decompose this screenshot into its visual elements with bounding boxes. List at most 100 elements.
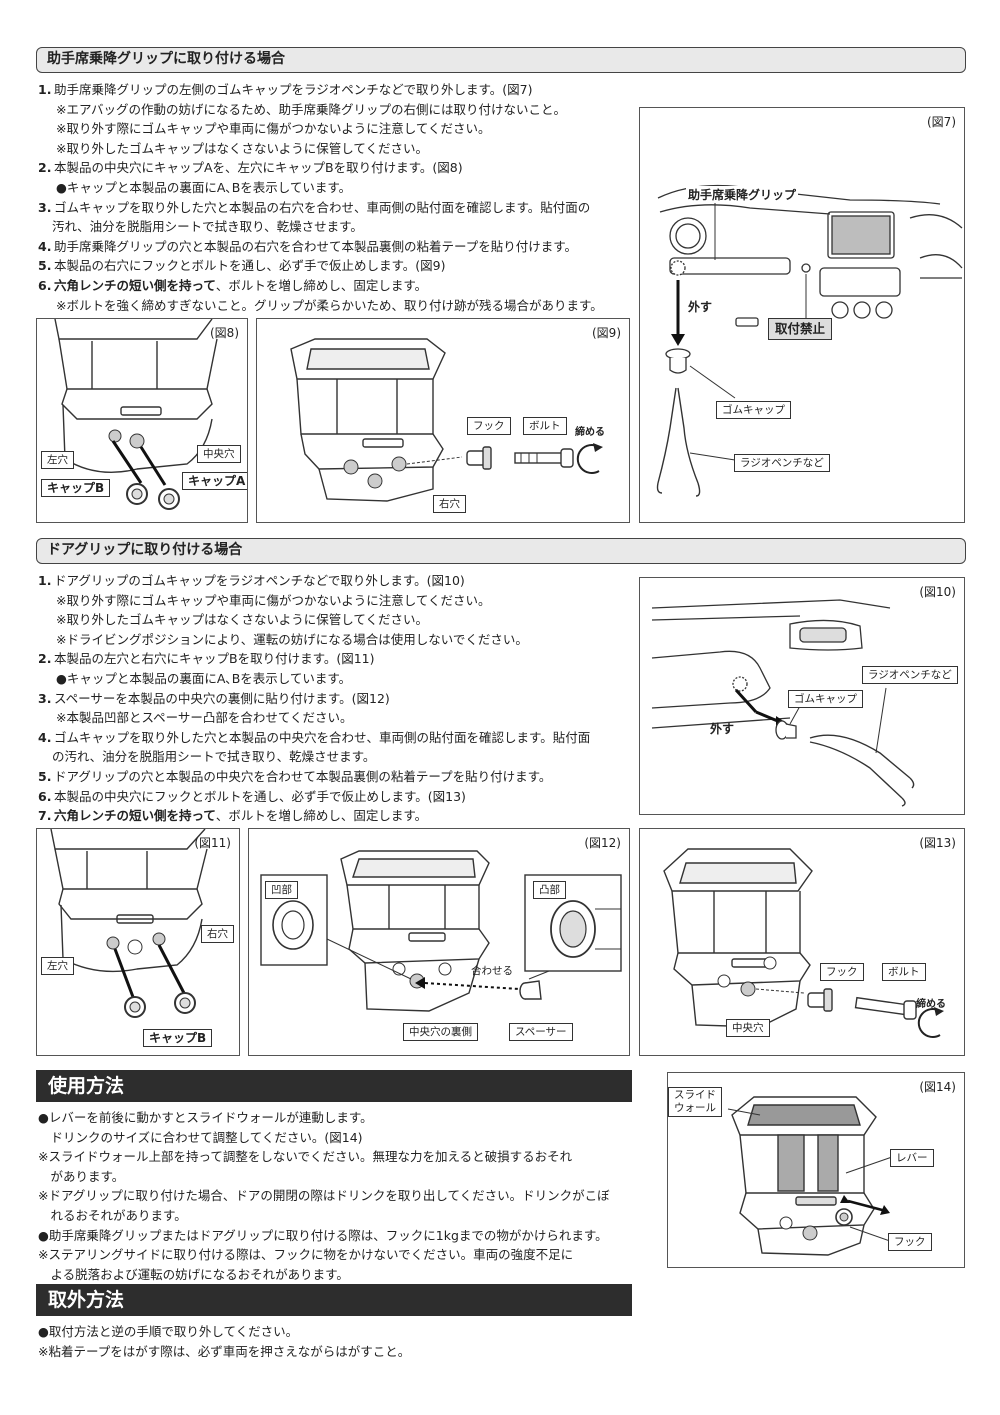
figure-14: (図14) スライド ウォール レバー フック <box>667 1072 965 1268</box>
step-6: 6.六角レンチの短い側を持って、ボルトを増し締めし、固定します。 <box>38 277 428 293</box>
step-note: ※ボルトを強く締めすぎないこと。グリップが柔らかいため、取り付け跡が残る場合があ… <box>56 297 603 313</box>
removal-title: 取外方法 <box>36 1284 632 1316</box>
product-back-illustration <box>54 319 218 510</box>
step-5: 5.ドアグリップの穴と本製品の中央穴を合わせて本製品裏側の粘着テープを貼り付けま… <box>38 768 552 784</box>
label-spacer: スペーサー <box>509 1023 573 1041</box>
label-recess: 凹部 <box>265 881 298 899</box>
label-hook: フック <box>467 417 511 435</box>
figure-7: (図7) 助手席乗降グリップ 外す 取付禁止 ゴムキャップ ラジオペンチなど <box>639 107 965 523</box>
label-right-hole: 右穴 <box>201 925 234 943</box>
label-remove: 外す <box>710 722 735 736</box>
step-4: 4.助手席乗降グリップの穴と本製品の右穴を合わせて本製品裏側の粘着テープを貼り付… <box>38 238 578 254</box>
section-header-passenger-grip: 助手席乗降グリップに取り付ける場合 <box>36 47 966 73</box>
figure-number: (図12) <box>584 836 621 850</box>
step-note: ※ドライビングポジションにより、運転の妨げになる場合は使用しないでください。 <box>56 631 528 647</box>
step-3: 3.ゴムキャップを取り外した穴と本製品の右穴を合わせ、車両側の貼付面を確認します… <box>38 199 591 215</box>
figure-13: (図13) フック ボルト 締める 中央穴 <box>639 828 965 1056</box>
label-bolt: ボルト <box>523 417 567 435</box>
usage-body: ●レバーを前後に動かすとスライドウォールが連動します。 ドリンクのサイズに合わせ… <box>38 1108 610 1284</box>
label-remove: 外す <box>688 300 713 314</box>
removal-line: ●取付方法と逆の手順で取り外してください。 <box>38 1324 299 1339</box>
step-2: 2.本製品の左穴と右穴にキャップBを取り付けます。(図11) <box>38 651 375 667</box>
label-hook: フック <box>888 1233 932 1251</box>
step-note: 汚れ、油分を脱脂用シートで拭き取り、乾燥させます。 <box>52 219 363 235</box>
section-title: 助手席乗降グリップに取り付ける場合 <box>47 51 285 67</box>
step-1: 1.ドアグリップのゴムキャップをラジオペンチなどで取り外します。(図10) <box>38 573 465 588</box>
step-note: ●キャップと本製品の裏面にA､Bを表示しています。 <box>56 670 352 686</box>
label-left-hole: 左穴 <box>41 957 74 975</box>
figure-11: (図11) 右穴 左穴 キャップB <box>36 828 240 1056</box>
label-cap-a: キャップA <box>182 472 247 490</box>
hook-bolt-illustration <box>663 848 944 1038</box>
instruction-list-passenger: 1.助手席乗降グリップの左側のゴムキャップをラジオペンチなどで取り外します。(図… <box>38 80 638 315</box>
slide-wall-illustration <box>727 1096 893 1256</box>
label-center-hole: 中央穴 <box>726 1019 770 1037</box>
label-boss: 凸部 <box>533 881 566 899</box>
figure-number: (図11) <box>194 836 231 850</box>
step-note: ※取り外したゴムキャップはなくさないように保管してください。 <box>56 140 428 156</box>
label-forbidden: 取付禁止 <box>768 318 833 340</box>
usage-line: ●助手席乗降グリップまたはドアグリップに取り付ける際は、フックに1kgまでの物が… <box>38 1227 608 1243</box>
usage-line: れるおそれがあります。 <box>38 1207 187 1223</box>
section-title: ドアグリップに取り付ける場合 <box>47 542 243 558</box>
usage-line: ※ドアグリップに取り付けた場合、ドアの開閉の際はドリンクを取り出してください。ド… <box>38 1188 610 1204</box>
usage-line: よる脱落および運転の妨げになるおそれがあります。 <box>38 1266 349 1282</box>
label-pliers: ラジオペンチなど <box>734 454 830 472</box>
usage-line: があります。 <box>38 1168 125 1184</box>
hook-bolt-illustration <box>290 338 603 502</box>
label-slide-wall: スライド ウォール <box>668 1087 722 1117</box>
label-hook: フック <box>820 963 864 981</box>
label-lever: レバー <box>890 1149 934 1167</box>
figure-number: (図13) <box>919 836 956 850</box>
label-cap-b: キャップB <box>41 479 111 497</box>
label-bolt: ボルト <box>882 963 926 981</box>
step-note: ●キャップと本製品の裏面にA､Bを表示しています。 <box>56 179 352 195</box>
label-rubber-cap: ゴムキャップ <box>716 401 791 419</box>
figure-8: (図8) 左穴 中央穴 キャップB キャップA <box>36 318 248 523</box>
figure-12: (図12) 凹部 凸部 合わせる 中央穴の裏側 スペーサー <box>248 828 630 1056</box>
label-cap-b: キャップB <box>143 1029 213 1047</box>
label-right-hole: 右穴 <box>433 495 466 513</box>
instruction-list-door: 1.ドアグリップのゴムキャップをラジオペンチなどで取り外します。(図10) ※取… <box>38 571 638 826</box>
label-passenger-grip: 助手席乗降グリップ <box>686 186 799 203</box>
step-5: 5.本製品の右穴にフックとボルトを通し、必ず手で仮止めします。(図9) <box>38 258 446 274</box>
dashboard-illustration <box>656 184 963 497</box>
step-note: の汚れ、油分を脱脂用シートで拭き取り、乾燥させます。 <box>52 749 376 765</box>
spacer-illustration <box>260 850 622 1012</box>
figure-10: (図10) ラジオペンチなど ゴムキャップ 外す <box>639 577 965 815</box>
figure-9: (図9) フック ボルト 締める 右穴 <box>256 318 630 523</box>
removal-line: ※粘着テープをはがす際は、必ず車両を押さえながらはがすこと。 <box>38 1343 411 1359</box>
label-align: 合わせる <box>471 965 513 977</box>
figure-number: (図14) <box>919 1080 956 1094</box>
label-center-back: 中央穴の裏側 <box>403 1023 478 1041</box>
label-rubber-cap: ゴムキャップ <box>788 690 863 708</box>
section-header-door-grip: ドアグリップに取り付ける場合 <box>36 538 966 564</box>
step-note: ※取り外す際にゴムキャップや車両に傷がつかないように注意してください。 <box>56 121 491 137</box>
usage-line: ※ステアリングサイドに取り付ける際は、フックに物をかけないでください。車両の強度… <box>38 1247 574 1263</box>
figure-number: (図7) <box>927 115 956 129</box>
step-note: ※取り外したゴムキャップはなくさないように保管してください。 <box>56 612 428 628</box>
label-pliers: ラジオペンチなど <box>862 666 958 684</box>
door-illustration <box>651 599 915 807</box>
label-tighten: 締める <box>575 427 605 438</box>
step-3: 3.スペーサーを本製品の中央穴の裏側に貼り付けます。(図12) <box>38 690 390 706</box>
figure-number: (図10) <box>919 585 956 599</box>
removal-body: ●取付方法と逆の手順で取り外してください。 ※粘着テープをはがす際は、必ず車両を… <box>38 1322 410 1361</box>
product-back-illustration <box>50 829 208 1018</box>
step-note: ※取り外す際にゴムキャップや車両に傷がつかないように注意してください。 <box>56 592 491 608</box>
step-7: 7.六角レンチの短い側を持って、ボルトを増し締めし、固定します。 <box>38 808 428 824</box>
label-center-hole: 中央穴 <box>197 445 241 463</box>
step-2: 2.本製品の中央穴にキャップAを、左穴にキャップBを取り付けます。(図8) <box>38 160 463 176</box>
figure-number: (図8) <box>210 326 239 340</box>
step-6: 6.本製品の中央穴にフックとボルトを通し、必ず手で仮止めします。(図13) <box>38 788 466 804</box>
step-4: 4.ゴムキャップを取り外した穴と本製品の中央穴を合わせ、車両側の貼付面を確認しま… <box>38 729 591 745</box>
step-note: ※エアバッグの作動の妨げになるため、助手席乗降グリップの右側には取り付けないこと… <box>56 101 566 117</box>
usage-line: ※スライドウォール上部を持って調整をしないでください。無理な力を加えると破損する… <box>38 1149 573 1165</box>
step-1: 1.助手席乗降グリップの左側のゴムキャップをラジオペンチなどで取り外します。(図… <box>38 82 533 97</box>
label-tighten: 締める <box>916 999 946 1010</box>
usage-title: 使用方法 <box>36 1070 632 1102</box>
usage-line: ドリンクのサイズに合わせて調整してください。(図14) <box>38 1129 363 1145</box>
label-left-hole: 左穴 <box>41 451 74 469</box>
figure-number: (図9) <box>592 326 621 340</box>
usage-line: ●レバーを前後に動かすとスライドウォールが連動します。 <box>38 1110 373 1125</box>
